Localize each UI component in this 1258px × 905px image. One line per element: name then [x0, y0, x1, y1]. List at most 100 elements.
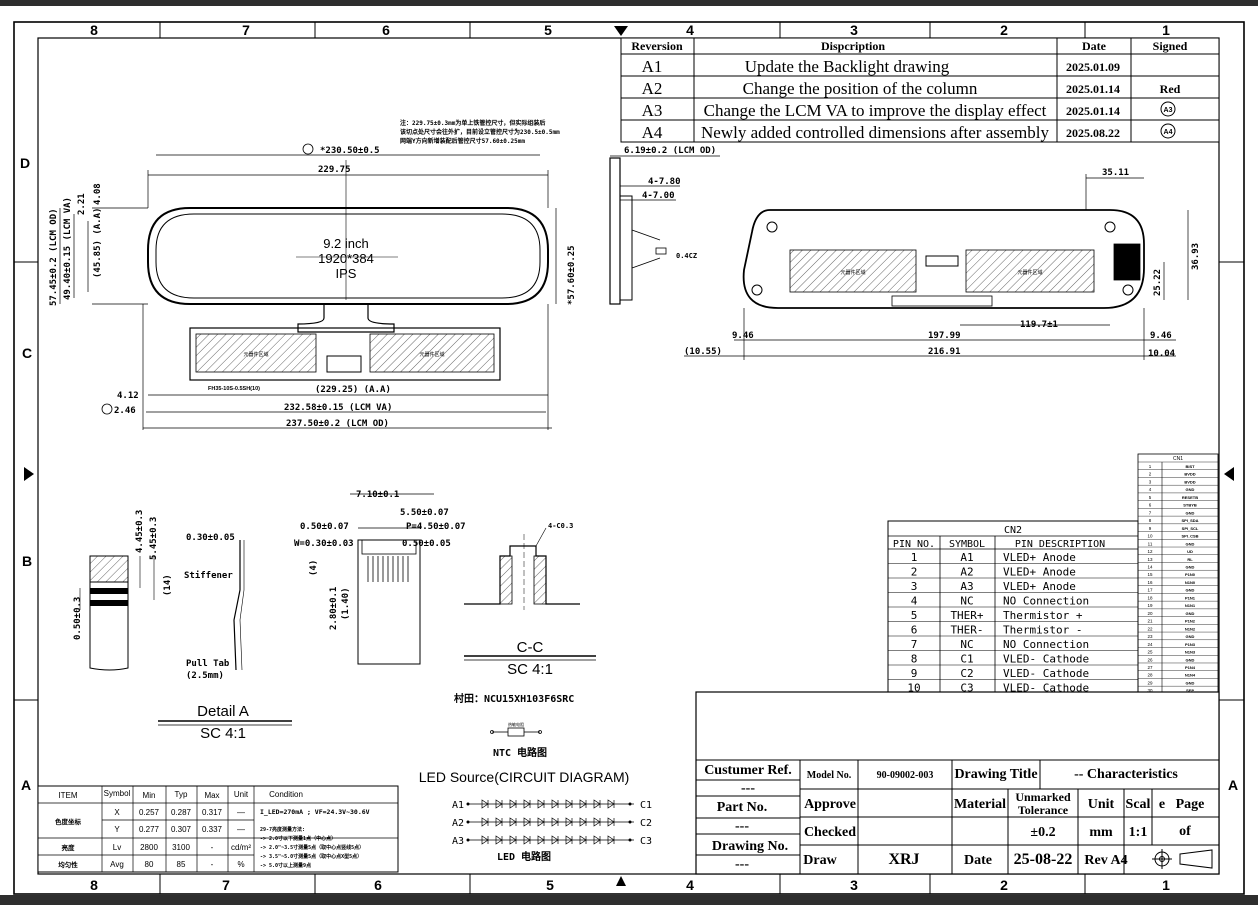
cn2-row-symbol: A3 — [960, 580, 973, 593]
cn2-row-pin: 1 — [911, 551, 918, 564]
zone-top-3: 3 — [850, 22, 858, 38]
cn1-symbol: GND — [1186, 680, 1195, 685]
spec-cell-symbol: Avg — [110, 860, 124, 869]
cn1-symbol: SEP — [1186, 688, 1194, 693]
display-panel-type: IPS — [336, 266, 357, 281]
tb-date-label: Date — [964, 853, 992, 868]
rev-header-reversion: Reversion — [631, 39, 683, 53]
cn1-symbol: P1N2 — [1185, 619, 1196, 624]
cn2-row-pin: 2 — [911, 566, 918, 579]
dim-rear-total: 216.91 — [928, 347, 961, 357]
zone-top-6: 6 — [382, 22, 390, 38]
rev-marker-a3-icon — [1160, 101, 1176, 117]
spec-header-max: Max — [204, 791, 219, 800]
rev-row-3-desc: Change the LCM VA to improve the display… — [704, 101, 1047, 120]
zone-bottom-6: 6 — [374, 877, 382, 893]
led-circuit-caption: LED 电路图 — [497, 850, 551, 863]
cn1-symbol: SPI_SDA — [1181, 518, 1198, 523]
cn2-row-symbol: THER- — [950, 624, 983, 637]
led-diode-icon — [509, 817, 517, 827]
zone-bottom-4: 4 — [686, 877, 694, 893]
rev-header-description: Dispcription — [821, 39, 885, 53]
dim-detail-a-3: (14) — [163, 574, 173, 596]
spec-cell-symbol: Lv — [113, 843, 121, 852]
cn1-symbol: BVDD — [1184, 479, 1195, 484]
spec-cell-min: 2800 — [140, 843, 158, 852]
spec-cell-max: - — [211, 860, 214, 869]
title-block: Custumer Ref. --- Part No. --- Drawing N… — [695, 691, 1220, 875]
tb-scale-label-2: e — [1159, 797, 1165, 812]
cn2-title: CN2 — [1004, 525, 1022, 536]
rear-area-right: 元器件区域 — [1017, 269, 1042, 276]
zone-bottom-2: 2 — [1000, 877, 1008, 893]
center-mark-left-icon — [24, 467, 34, 481]
front-note-2: 该切点处尺寸会往外扩，目前设立管控尺寸为230.5±0.5mm — [400, 128, 560, 136]
cn1-symbol: RESETB — [1182, 495, 1198, 500]
dim-conn-a: 5.50±0.07 — [400, 508, 449, 518]
led-diode-icon — [537, 799, 545, 809]
spec-header-min: Min — [143, 791, 156, 800]
led-diode-icon — [607, 835, 615, 845]
led-diode-icon — [565, 817, 573, 827]
cn1-pin: 5 — [1149, 495, 1152, 500]
cn1-symbol: GND — [1186, 564, 1195, 569]
cn1-symbol: SPI_CSB — [1181, 534, 1198, 539]
marker-a3-icon — [101, 403, 113, 415]
cn2-row-symbol: NC — [960, 595, 973, 608]
ntc-part-no: 村田：NCU15XH103F6SRC — [454, 692, 574, 705]
center-mark-top-icon — [614, 26, 628, 36]
led-diode-icon — [523, 799, 531, 809]
cn2-row-symbol: NC — [960, 638, 973, 651]
front-note-3: 网端Y方向新增装配后管控尺寸57.60±0.25mm — [400, 137, 525, 145]
spec-header-unit: Unit — [234, 790, 249, 799]
led-diode-icon — [551, 799, 559, 809]
cn1-symbol: GND — [1186, 657, 1195, 662]
dim-section-chamfer: 4-C0.3 — [548, 522, 573, 530]
cn1-pin: 13 — [1147, 557, 1153, 562]
spec-header-symbol: Symbol — [104, 789, 131, 798]
led-diode-icon — [593, 799, 601, 809]
tb-approve-label: Approve — [804, 797, 856, 812]
label-pull-tab: Pull Tab — [186, 659, 230, 669]
rev-marker-a4-icon — [1160, 123, 1176, 139]
dim-top-offset-2: 2.21 — [77, 193, 87, 215]
cn1-symbol: GND — [1186, 588, 1195, 593]
led-diode-icon — [551, 817, 559, 827]
spec-method-5: -> 5.0寸以上测量9点 — [260, 862, 311, 869]
cn2-row-desc: VLED- Cathode — [1003, 682, 1089, 695]
led-diode-icon — [607, 799, 615, 809]
tb-drawing-no-label: Drawing No. — [712, 839, 788, 854]
led-diode-icon — [509, 835, 517, 845]
cn2-row-desc: VLED- Cathode — [1003, 667, 1089, 680]
spec-header-condition: Condition — [269, 790, 303, 799]
tb-checked-label: Checked — [804, 825, 856, 840]
cn1-pin: 1 — [1149, 464, 1152, 469]
display-resolution: 1920*384 — [318, 251, 374, 266]
spec-cell-unit: cd/m² — [231, 843, 251, 852]
dim-active-width-note: *230.50±0.5 — [320, 146, 380, 156]
rev-header-date: Date — [1082, 39, 1107, 53]
dim-side-fpc: 0.4CZ — [676, 252, 697, 260]
cn1-symbol: P1N4 — [1185, 665, 1196, 670]
spec-cell-item: 均匀性 — [58, 860, 78, 869]
cn2-row-desc: Thermistor + — [1003, 609, 1083, 622]
dim-detail-a-4: 0.50±0.3 — [73, 597, 83, 640]
cn2-row-pin: 7 — [911, 638, 918, 651]
tb-customer-ref-label: Custumer Ref. — [704, 763, 792, 778]
led-diode-icon — [565, 835, 573, 845]
tb-part-no-value: --- — [735, 819, 749, 834]
cn1-symbol: STBYB — [1183, 503, 1197, 508]
circuit-area: 村田：NCU15XH103F6SRC 热敏电阻 NTC 电路图 LED Sour… — [419, 692, 652, 863]
zone-top-5: 5 — [544, 22, 552, 38]
spec-header-typ: Typ — [175, 790, 188, 799]
cn2-header-pin: PIN NO. — [893, 539, 935, 550]
zone-top-7: 7 — [242, 22, 250, 38]
rev-row-3-date: 2025.01.14 — [1066, 104, 1120, 118]
cn1-pin: 10 — [1147, 534, 1153, 539]
spec-cell-item: 色度坐标 — [55, 817, 82, 826]
section-cc-title: C-C — [517, 639, 544, 656]
spec-cell-typ: 0.307 — [171, 825, 192, 834]
cn2-row-pin: 9 — [911, 667, 918, 680]
dim-detail-a-2: 5.45±0.3 — [149, 517, 159, 560]
